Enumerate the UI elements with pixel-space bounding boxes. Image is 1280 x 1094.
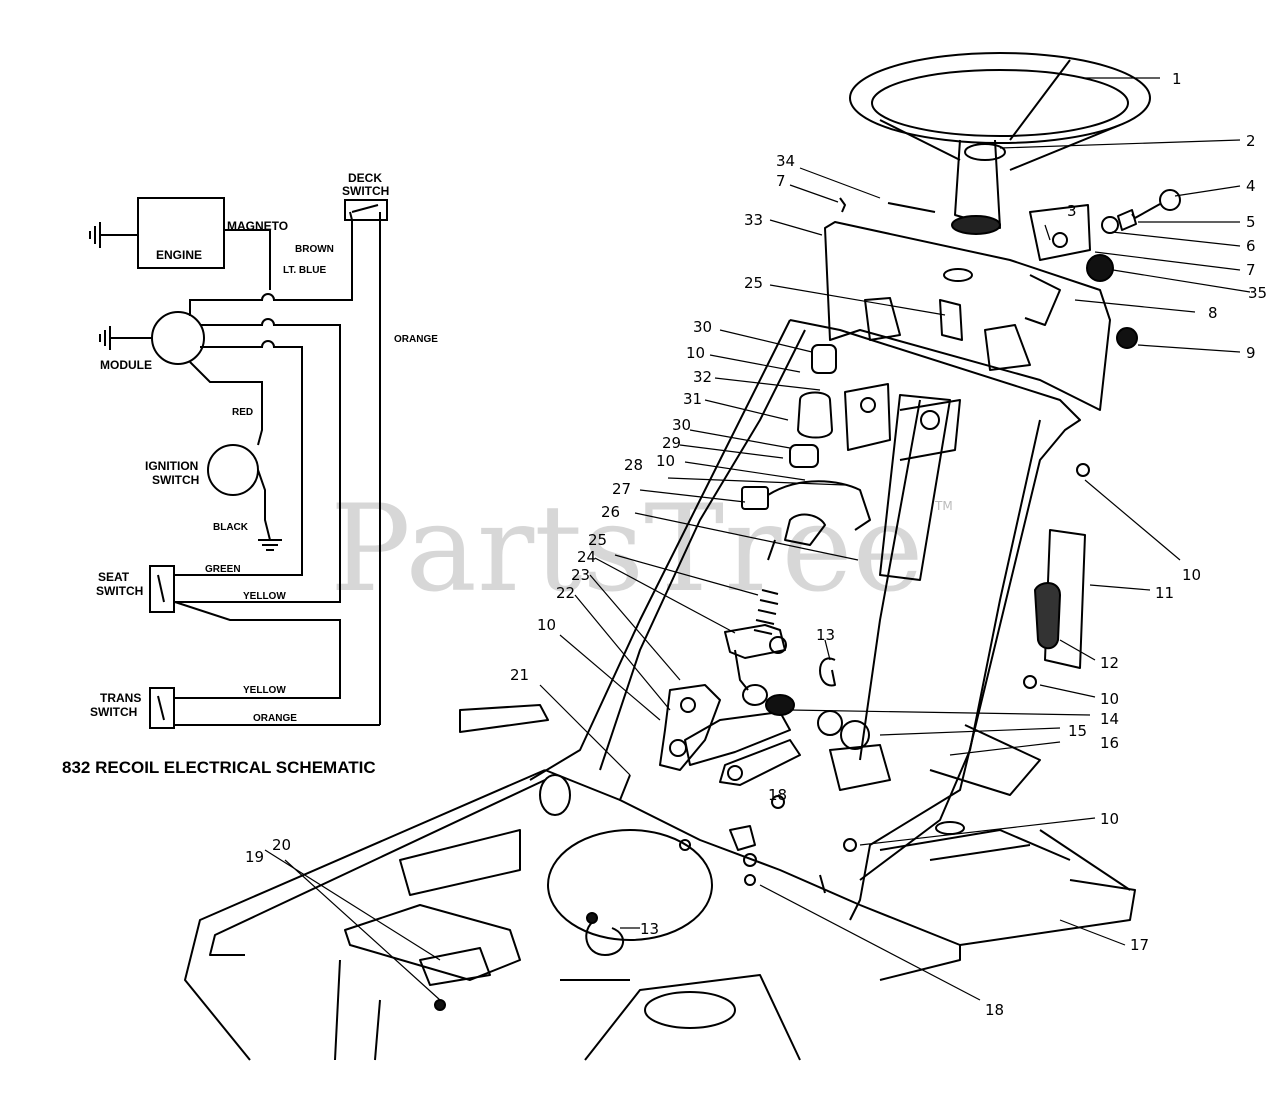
callout-23: 23 — [571, 566, 590, 584]
engine-label: ENGINE — [156, 248, 202, 262]
yellow-trans-wire-label: YELLOW — [243, 685, 286, 696]
trans-label-2: SWITCH — [90, 705, 137, 719]
callout-7-right: 7 — [1246, 261, 1256, 279]
module-label: MODULE — [100, 358, 152, 372]
callout-22: 22 — [556, 584, 575, 602]
ignition-switch-symbol — [207, 444, 259, 496]
schematic-labels: ENGINE MAGNETO DECK SWITCH BROWN LT. BLU… — [62, 171, 438, 777]
ignition-label-2: SWITCH — [152, 473, 199, 487]
callout-1: 1 — [1172, 70, 1182, 88]
magneto-label: MAGNETO — [227, 219, 288, 233]
orange-wire-label-top: ORANGE — [394, 334, 438, 345]
callout-10-b: 10 — [656, 452, 675, 470]
callouts: 1 2 4 5 6 7 3 35 8 9 34 7 33 25 30 10 32… — [245, 70, 1267, 1019]
trans-label-1: TRANS — [100, 691, 141, 705]
callout-27: 27 — [612, 480, 631, 498]
watermark: PartsTree — [330, 480, 924, 619]
callout-25-mid: 25 — [588, 531, 607, 549]
deck-label-1: DECK — [348, 171, 382, 185]
callout-29: 29 — [662, 434, 681, 452]
callout-17: 17 — [1130, 936, 1149, 954]
green-wire-label: GREEN — [205, 564, 241, 575]
seat-switch-box — [149, 565, 175, 613]
callout-13-lower: 13 — [640, 920, 659, 938]
callout-8: 8 — [1208, 304, 1218, 322]
callout-16: 16 — [1100, 734, 1119, 752]
callout-24: 24 — [577, 548, 596, 566]
callout-32: 32 — [693, 368, 712, 386]
callout-10-right-2: 10 — [1100, 690, 1119, 708]
seat-label-2: SWITCH — [96, 584, 143, 598]
deck-switch-box — [344, 199, 388, 221]
deck-label-2: SWITCH — [342, 184, 389, 198]
electrical-schematic — [89, 197, 388, 729]
brown-wire-label: BROWN — [295, 244, 334, 255]
callout-5: 5 — [1246, 213, 1256, 231]
schematic-caption: 832 RECOIL ELECTRICAL SCHEMATIC — [62, 758, 376, 777]
ignition-key — [1101, 189, 1181, 234]
callout-6: 6 — [1246, 237, 1256, 255]
callout-18-upper: 18 — [768, 786, 787, 804]
callout-11: 11 — [1155, 584, 1174, 602]
callout-20: 20 — [272, 836, 291, 854]
trans-switch-box — [149, 687, 175, 729]
callout-10-right-3: 10 — [1100, 810, 1119, 828]
callout-18-lower: 18 — [985, 1001, 1004, 1019]
red-wire-label: RED — [232, 407, 253, 418]
callout-30-mid: 30 — [672, 416, 691, 434]
callout-26: 26 — [601, 503, 620, 521]
callout-25-top: 25 — [744, 274, 763, 292]
callout-2: 2 — [1246, 132, 1256, 150]
lt-blue-wire-label: LT. BLUE — [283, 265, 326, 276]
engine-box — [137, 197, 225, 269]
callout-28: 28 — [624, 456, 643, 474]
leader-lines — [264, 77, 1251, 1001]
orange-wire-label-bottom: ORANGE — [253, 713, 297, 724]
callout-9: 9 — [1246, 344, 1256, 362]
callout-4: 4 — [1246, 177, 1256, 195]
exploded-view — [184, 52, 1181, 1061]
ignition-label-1: IGNITION — [145, 459, 198, 473]
callout-31: 31 — [683, 390, 702, 408]
callout-3: 3 — [1067, 202, 1077, 220]
steering-wheel — [849, 52, 1151, 235]
module-symbol — [151, 311, 205, 365]
callout-33: 33 — [744, 211, 763, 229]
callout-13-upper: 13 — [816, 626, 835, 644]
callout-12: 12 — [1100, 654, 1119, 672]
yellow-seat-wire-label: YELLOW — [243, 591, 286, 602]
black-wire-label: BLACK — [213, 522, 249, 533]
callout-35: 35 — [1248, 284, 1267, 302]
callout-21: 21 — [510, 666, 529, 684]
seat-label-1: SEAT — [98, 570, 130, 584]
callout-10-c: 10 — [537, 616, 556, 634]
callout-34: 34 — [776, 152, 795, 170]
callout-14: 14 — [1100, 710, 1119, 728]
callout-10-right-1: 10 — [1182, 566, 1201, 584]
callout-15: 15 — [1068, 722, 1087, 740]
callout-19: 19 — [245, 848, 264, 866]
callout-7: 7 — [776, 172, 786, 190]
callout-10-a: 10 — [686, 344, 705, 362]
callout-30-top: 30 — [693, 318, 712, 336]
watermark-trademark: TM — [934, 499, 953, 513]
